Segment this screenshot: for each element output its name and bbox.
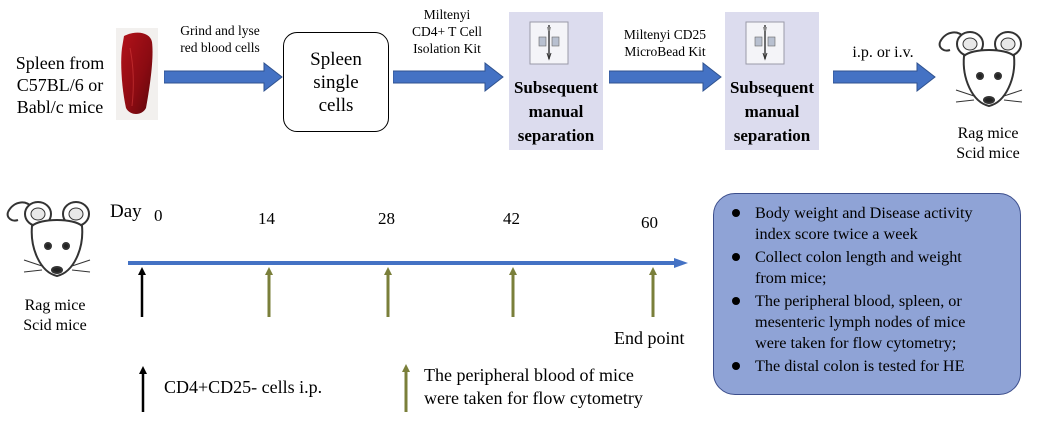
flow-arrow-3 [609,61,722,93]
outcome-line: were taken for flow cytometry; [755,334,957,352]
end-point-label: End point [614,328,685,348]
bullet-icon [732,209,740,217]
sep2-line-2: manual [744,102,800,121]
cd4-kit-label: Miltenyi CD4+ T Cell Isolation Kit [392,6,502,57]
outcome-line: Body weight and Disease activity [755,204,973,222]
cd25-line-2: MicroBead Kit [624,44,706,59]
cd4-line-3: Isolation Kit [413,41,481,56]
day-tick-label: 42 [503,209,520,228]
cd4-line-2: CD4+ T Cell [411,24,483,39]
mouse-icon [6,201,91,278]
flow-arrow-2 [393,61,504,93]
source-line-2: C57BL/6 or [16,75,104,95]
recipient-mice-label: Rag mice Scid mice [938,124,1038,164]
outcome-item: Body weight and Disease activity index s… [726,203,1012,245]
grind-lyse-label: Grind and lyse red blood cells [165,22,275,56]
outcome-line: The peripheral blood, spleen, or [755,292,962,310]
spleen-source-label: Spleen from C57BL/6 or Babl/c mice [6,52,114,118]
sep2-line-1: Subsequent [729,78,815,97]
timeline-mice-line-2: Scid mice [23,317,87,334]
spleen-image [116,28,158,120]
sep1-line-2: manual [528,102,584,121]
timeline-mice-label: Rag mice Scid mice [10,296,100,336]
flow-arrow-4 [833,61,936,93]
recipient-line-2: Scid mice [956,145,1020,162]
day-tick-label: 60 [641,213,658,232]
grind-line-1: Grind and lyse [180,23,260,38]
legend-sampling-line-2: were taken for flow cytometry [424,388,643,408]
timeline-axis [128,258,688,268]
flow-arrow-1 [164,61,283,93]
magnet-column-icon [529,21,569,65]
legend-sampling-arrow [402,364,410,412]
sampling-arrow [265,267,273,317]
source-line-1: Spleen from [15,53,105,73]
cells-line-1: Spleen [310,48,362,70]
outcome-line: mesenteric lymph nodes of mice [755,313,966,331]
outcome-line: The distal colon is tested for HE [755,357,965,375]
outcome-line: index score twice a week [755,225,918,243]
day-label: Day [110,201,142,222]
sampling-arrow [649,267,657,317]
cd25-kit-label: Miltenyi CD25 MicroBead Kit [611,26,719,60]
sep1-line-3: separation [517,126,595,145]
injection-route-label: i.p. or i.v. [852,44,914,61]
sampling-arrow [384,267,392,317]
legend-injection-arrow [139,366,147,412]
separation-1-label: Subsequent manual separation [509,76,603,148]
bullet-icon [732,253,740,261]
sep1-line-1: Subsequent [513,78,599,97]
grind-line-2: red blood cells [180,40,260,55]
cells-line-2: single [313,71,359,93]
legend-sampling-label: The peripheral blood of mice were taken … [424,364,643,410]
separation-2-label: Subsequent manual separation [725,76,819,148]
day-tick-label: 28 [378,209,395,228]
sampling-arrow [509,267,517,317]
outcome-line: from mice; [755,269,827,287]
cells-line-3: cells [318,94,354,116]
bullet-icon [732,297,740,305]
injection-arrow [138,267,146,317]
outcome-item: Collect colon length and weight from mic… [726,247,1012,289]
day-tick-label: 14 [258,209,275,228]
magnet-column-icon [745,21,785,65]
cd4-line-1: Miltenyi [423,7,471,22]
separation-panel-1: Subsequent manual separation [509,12,603,150]
day-tick-label: 0 [154,206,163,225]
legend-injection-label: CD4+CD25- cells i.p. [164,377,323,397]
legend-sampling-line-1: The peripheral blood of mice [424,365,634,385]
timeline-mice-line-1: Rag mice [24,297,86,314]
bullet-icon [732,362,740,370]
recipient-line-1: Rag mice [957,125,1019,142]
sep2-line-3: separation [733,126,811,145]
spleen-single-cells-box: Spleen single cells [283,32,389,132]
outcomes-list: Body weight and Disease activity index s… [714,194,1020,377]
outcome-item: The distal colon is tested for HE [726,356,1012,377]
outcome-item: The peripheral blood, spleen, or mesente… [726,291,1012,354]
mouse-icon [938,31,1023,108]
cd25-line-1: Miltenyi CD25 [623,27,707,42]
outcomes-box: Body weight and Disease activity index s… [713,193,1021,395]
source-line-3: Babl/c mice [16,97,104,117]
separation-panel-2: Subsequent manual separation [725,12,819,150]
outcome-line: Collect colon length and weight [755,248,962,266]
